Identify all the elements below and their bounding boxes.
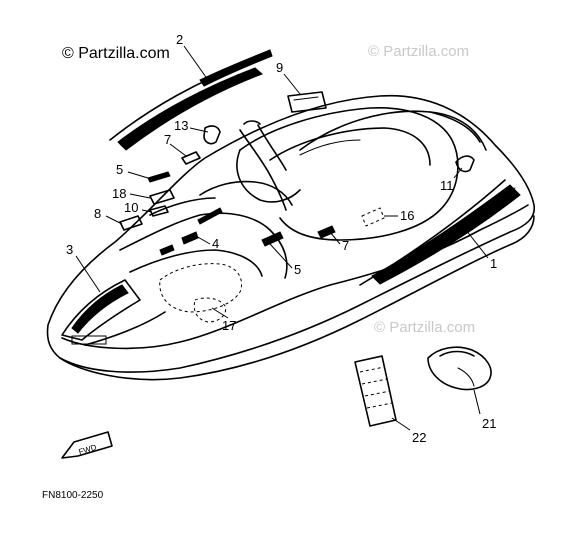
fwd-arrow-decal: FWD xyxy=(61,431,113,459)
decal-18 xyxy=(149,189,175,205)
handle-pole xyxy=(149,120,293,216)
decal-5-right xyxy=(261,231,284,247)
decal-9 xyxy=(287,91,327,113)
decal-11 xyxy=(455,155,475,173)
callout-11: 11 xyxy=(440,178,454,193)
front-badge xyxy=(71,335,107,345)
side-stripe-right xyxy=(359,179,521,286)
callout-13: 13 xyxy=(174,118,188,133)
callout-9: 9 xyxy=(276,60,283,75)
watermark-faded-right: © Partzilla.com xyxy=(374,319,475,336)
callout-17: 17 xyxy=(222,318,236,333)
decal-5-left xyxy=(147,171,171,183)
decal-10-8 xyxy=(119,205,169,231)
callout-4: 4 xyxy=(212,236,219,251)
callout-10: 10 xyxy=(124,200,138,215)
callout-18: 18 xyxy=(112,186,126,201)
callout-8: 8 xyxy=(94,206,101,221)
top-stripe xyxy=(109,49,273,151)
part-22-manual xyxy=(354,355,397,427)
decal-7-right xyxy=(317,225,336,239)
callout-3: 3 xyxy=(66,242,73,257)
callout-21: 21 xyxy=(482,416,496,431)
fwd-label: FWD xyxy=(78,443,98,457)
callout-7-bottom: 7 xyxy=(342,238,349,253)
decal-16 xyxy=(361,207,385,227)
part-21-cover xyxy=(427,346,492,391)
callout-2: 2 xyxy=(176,32,183,47)
nose-decal xyxy=(61,279,166,346)
watermark-faded-top-right: © Partzilla.com xyxy=(368,43,469,60)
decal-7-left xyxy=(181,151,201,165)
callouts: 2 9 13 7 5 18 10 8 3 4 5 7 16 11 1 17 22… xyxy=(66,32,497,445)
decal-4 xyxy=(159,207,223,256)
callout-16: 16 xyxy=(400,208,414,223)
leader-lines xyxy=(75,45,489,431)
callout-7-top: 7 xyxy=(164,132,171,147)
callout-1: 1 xyxy=(490,256,497,271)
callout-5-bottom: 5 xyxy=(294,262,301,277)
watermark-main: © Partzilla.com xyxy=(62,45,170,62)
callout-22: 22 xyxy=(412,430,426,445)
hull-body xyxy=(46,94,535,381)
diagram-code: FN8100-2250 xyxy=(42,490,104,501)
decal-13 xyxy=(203,125,221,145)
callout-5-top: 5 xyxy=(116,162,123,177)
front-hood xyxy=(119,212,288,323)
